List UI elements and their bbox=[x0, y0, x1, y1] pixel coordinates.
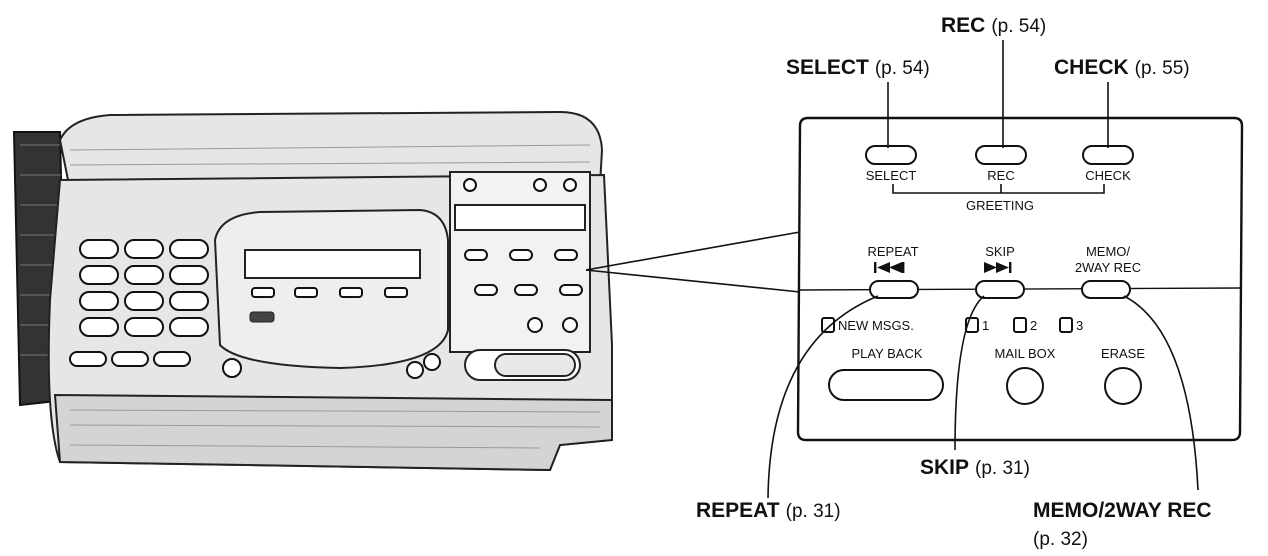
fax-machine-illustration bbox=[12, 110, 801, 472]
fax-top-body bbox=[58, 110, 604, 192]
callout-repeat: REPEAT(p. 31) bbox=[696, 499, 841, 522]
fax-front-controls bbox=[222, 349, 581, 381]
panel-label-memo-line2: 2WAY REC bbox=[1075, 260, 1141, 275]
panel-label-play-back: PLAY BACK bbox=[851, 346, 922, 361]
leader-memo bbox=[1123, 295, 1199, 491]
panel-label-repeat: REPEAT bbox=[867, 244, 918, 259]
callout-rec: REC(p. 54) bbox=[941, 14, 1046, 37]
greeting-bracket bbox=[892, 184, 1105, 194]
new-msgs-indicator-icon bbox=[821, 317, 835, 333]
callout-check: CHECK(p. 55) bbox=[1054, 56, 1190, 79]
panel-label-box3: 3 bbox=[1076, 318, 1083, 333]
callout-skip: SKIP(p. 31) bbox=[920, 456, 1030, 479]
svg-text:SKIP(p. 31): SKIP(p. 31) bbox=[920, 456, 1030, 479]
callout-select: SELECT(p. 54) bbox=[786, 56, 930, 79]
erase-button[interactable] bbox=[1104, 367, 1142, 405]
panel-label-greeting: GREETING bbox=[966, 198, 1034, 213]
rec-button[interactable] bbox=[975, 145, 1027, 165]
skip-button[interactable] bbox=[975, 280, 1025, 299]
leader-repeat bbox=[767, 295, 879, 499]
panel-outline bbox=[796, 116, 1244, 442]
panel-label-erase: ERASE bbox=[1101, 346, 1145, 361]
panel-label-box2: 2 bbox=[1030, 318, 1037, 333]
rewind-icon bbox=[874, 262, 905, 273]
zoom-line-bottom bbox=[585, 269, 801, 293]
panel-label-mail-box: MAIL BOX bbox=[995, 346, 1056, 361]
fax-answering-module bbox=[449, 171, 591, 353]
svg-text:SELECT(p. 54): SELECT(p. 54) bbox=[786, 56, 930, 79]
memo-2way-rec-button[interactable] bbox=[1081, 280, 1131, 299]
mail-box-button[interactable] bbox=[1006, 367, 1044, 405]
callout-memo-2way-rec: MEMO/2WAY REC (p. 32) bbox=[1033, 499, 1212, 550]
zoom-line-top bbox=[585, 231, 801, 271]
leader-skip bbox=[954, 295, 985, 451]
svg-text:(p. 32): (p. 32) bbox=[1033, 529, 1088, 550]
fax-texture-lines bbox=[69, 144, 601, 449]
fax-lcd-display bbox=[244, 249, 421, 279]
svg-text:REC(p. 54): REC(p. 54) bbox=[941, 14, 1046, 37]
fax-display-module bbox=[213, 208, 449, 370]
panel-label-box1: 1 bbox=[982, 318, 989, 333]
panel-label-skip: SKIP bbox=[985, 244, 1015, 259]
svg-text:REPEAT(p. 31): REPEAT(p. 31) bbox=[696, 499, 841, 522]
panel-label-select: SELECT bbox=[866, 168, 917, 183]
fax-keypad bbox=[69, 239, 209, 367]
control-panel-closeup: SELECT REC CHECK GREETING REPEAT SKIP ME… bbox=[796, 116, 1244, 442]
repeat-button[interactable] bbox=[869, 280, 919, 299]
check-button[interactable] bbox=[1082, 145, 1134, 165]
svg-text:MEMO/2WAY REC: MEMO/2WAY REC bbox=[1033, 499, 1212, 522]
play-back-button[interactable] bbox=[828, 369, 944, 401]
fast-forward-icon bbox=[984, 262, 1012, 273]
panel-label-memo-line1: MEMO/ bbox=[1086, 244, 1130, 259]
panel-label-check: CHECK bbox=[1085, 168, 1131, 183]
svg-text:CHECK(p. 55): CHECK(p. 55) bbox=[1054, 56, 1190, 79]
mailbox-3-indicator-icon bbox=[1059, 317, 1073, 333]
select-button[interactable] bbox=[865, 145, 917, 165]
mailbox-2-indicator-icon bbox=[1013, 317, 1027, 333]
fax-front-base bbox=[53, 393, 613, 472]
panel-label-new-msgs: NEW MSGS. bbox=[838, 318, 914, 333]
leader-lines bbox=[767, 40, 1199, 499]
panel-label-rec: REC bbox=[987, 168, 1014, 183]
